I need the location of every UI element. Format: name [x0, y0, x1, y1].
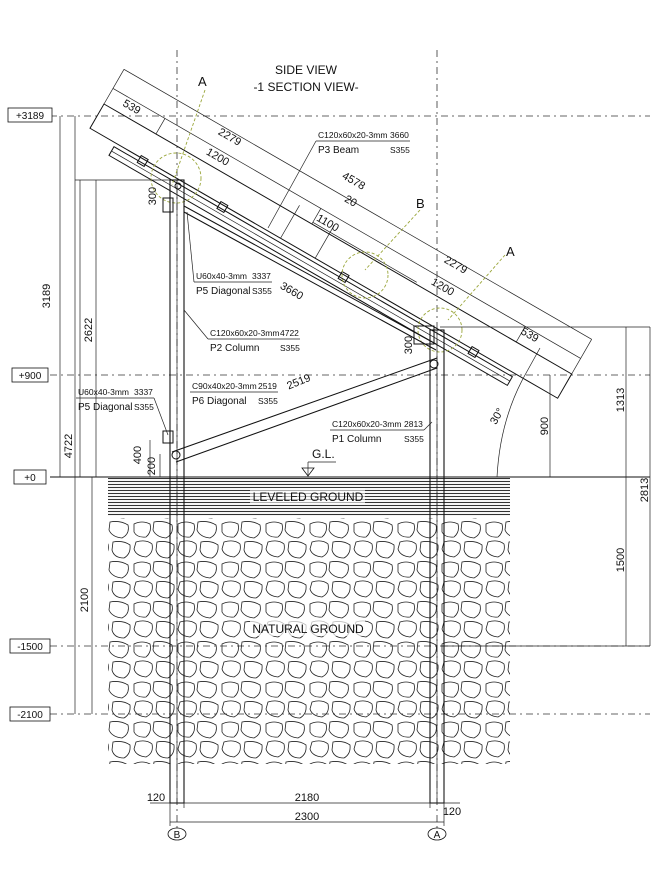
svg-text:C90x40x20-3mm: C90x40x20-3mm	[192, 381, 257, 391]
dim-1313: 1313	[615, 388, 627, 412]
natural-ground-label: NATURAL GROUND	[252, 622, 364, 636]
dim-2622: 2622	[83, 318, 95, 342]
svg-text:G.L.: G.L.	[312, 447, 335, 461]
dim-539-left: 539	[121, 98, 143, 118]
leveled-ground-label: LEVELED GROUND	[253, 490, 364, 504]
level-marker-zero: +0	[13, 469, 47, 485]
label-p5-diagonal-lower: U60x40-3mm 3337 P5 Diagonal S355	[76, 387, 169, 436]
svg-text:S355: S355	[390, 145, 410, 155]
level-marker-900: +900	[11, 367, 49, 383]
dim-2813: 2813	[639, 478, 651, 502]
level-marker-2100: -2100	[9, 706, 51, 722]
dim-120-left: 120	[147, 792, 165, 804]
dim-200-left: 200	[146, 457, 158, 475]
dim-4722: 4722	[63, 434, 75, 458]
svg-text:2519: 2519	[258, 381, 277, 391]
label-p5-diagonal-upper: U60x40-3mm 3337 P5 Diagonal S355	[186, 211, 272, 297]
dim-2100-left: 2100	[79, 588, 91, 612]
svg-text:S355: S355	[134, 402, 154, 412]
ground-level-marker: G.L.	[301, 447, 336, 477]
svg-text:S355: S355	[252, 286, 272, 296]
dim-900: 900	[539, 417, 551, 435]
dim-1500: 1500	[615, 548, 627, 572]
svg-text:3337: 3337	[252, 271, 271, 281]
svg-text:+3189: +3189	[16, 111, 45, 122]
svg-text:-2100: -2100	[17, 710, 43, 721]
level-marker-1500: -1500	[9, 638, 51, 654]
svg-text:S355: S355	[258, 396, 278, 406]
dim-1200-right: 1200	[429, 276, 456, 299]
dim-4578: 4578	[340, 170, 367, 193]
dim-1100: 1100	[314, 212, 340, 234]
svg-text:A: A	[434, 830, 441, 841]
svg-text:P5 Diagonal: P5 Diagonal	[78, 402, 132, 413]
svg-text:P6 Diagonal: P6 Diagonal	[192, 396, 246, 407]
svg-text:4722: 4722	[280, 328, 299, 338]
svg-text:3337: 3337	[134, 387, 153, 397]
dim-300-left: 300	[147, 187, 159, 205]
dim-3189: 3189	[41, 284, 53, 308]
view-title: SIDE VIEW	[275, 63, 338, 77]
label-p6-diagonal: C90x40x20-3mm 2519 P6 Diagonal S355	[190, 381, 278, 407]
dim-539-right: 539	[519, 326, 541, 346]
svg-text:P5 Diagonal: P5 Diagonal	[196, 286, 250, 297]
label-p3-beam: C120x60x20-3mm 3660 P3 Beam S355	[267, 130, 410, 229]
svg-text:U60x40-3mm: U60x40-3mm	[78, 387, 129, 397]
svg-text:B: B	[174, 830, 181, 841]
svg-text:+900: +900	[19, 371, 42, 382]
dim-2300: 2300	[295, 811, 319, 823]
svg-text:C120x60x20-3mm: C120x60x20-3mm	[318, 130, 387, 140]
section-mark-a-right: A	[506, 244, 515, 259]
label-p2-column: C120x60x20-3mm 4722 P2 Column S355	[183, 309, 300, 354]
label-p1-column: C120x60x20-3mm 2813 P1 Column S355	[330, 419, 433, 445]
svg-text:P2 Column: P2 Column	[210, 343, 259, 354]
svg-text:P1 Column: P1 Column	[332, 434, 381, 445]
svg-text:U60x40-3mm: U60x40-3mm	[196, 271, 247, 281]
dim-3660: 3660	[278, 280, 305, 303]
svg-text:-1500: -1500	[17, 642, 43, 653]
dim-2279-left: 2279	[216, 126, 243, 149]
pv-panel-outline	[89, 69, 592, 399]
section-mark-b: B	[416, 196, 425, 211]
svg-text:C120x60x20-3mm: C120x60x20-3mm	[210, 328, 279, 338]
level-marker-top: +3189	[7, 107, 53, 123]
angle-30: 30°	[488, 406, 507, 426]
svg-text:3660: 3660	[390, 130, 409, 140]
svg-text:+0: +0	[24, 473, 36, 484]
dim-20: 20	[342, 193, 359, 210]
section-mark-a-left: A	[198, 74, 207, 89]
dim-2279-right: 2279	[442, 254, 469, 277]
dim-400-left: 400	[132, 446, 144, 464]
dim-1200-left: 1200	[204, 146, 231, 169]
grid-axis-a: A	[427, 827, 447, 841]
natural-ground-rocks	[108, 518, 510, 764]
svg-text:C120x60x20-3mm: C120x60x20-3mm	[332, 419, 401, 429]
svg-text:S355: S355	[404, 434, 424, 444]
dim-300-right: 300	[403, 336, 415, 354]
svg-text:S355: S355	[280, 343, 300, 353]
grid-axis-b: B	[167, 827, 187, 841]
dim-120-right: 120	[443, 806, 461, 818]
svg-text:2813: 2813	[404, 419, 423, 429]
view-subtitle: -1 SECTION VIEW-	[253, 80, 358, 94]
dim-2180: 2180	[295, 792, 319, 804]
svg-text:P3 Beam: P3 Beam	[318, 145, 359, 156]
